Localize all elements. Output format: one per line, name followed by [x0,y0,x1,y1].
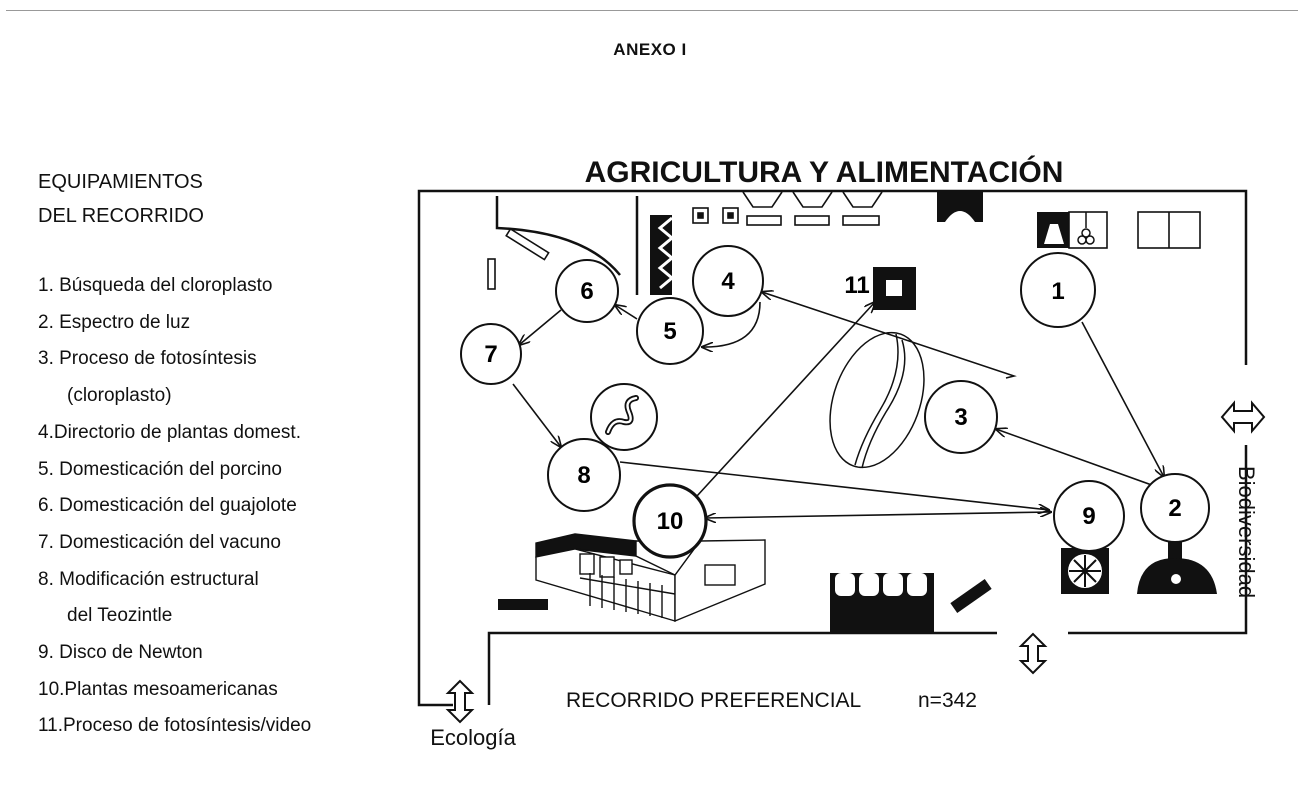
station-node-11-label: 11 [844,272,869,299]
projector-fixture [1037,211,1108,249]
bench-left [498,599,548,610]
equipment-list: 1. Búsqueda del cloroplasto 2. Espectro … [38,268,311,745]
svg-text:11: 11 [844,272,869,299]
legend-item-7: 7. Domesticación del vacuno [38,531,281,553]
legend-item-10: 10.Plantas mesoamericanas [38,678,278,700]
svg-text:9: 9 [1082,503,1095,530]
station-node-6: 6 [555,259,619,323]
station-node-10: 10 [632,483,708,559]
station-node-4: 4 [692,245,764,317]
legend-title-line-1: EQUIPAMIENTOS [38,171,203,193]
station-node-1: 1 [1020,252,1096,328]
route-label: RECORRIDO PREFERENCIAL [566,689,861,712]
svg-text:3: 3 [954,404,967,431]
station-node-9: 9 [1053,480,1125,552]
legend-item-1: 1. Búsqueda del cloroplasto [38,275,273,296]
station-node-5: 5 [636,297,704,365]
station-node-2: 2 [1140,473,1210,543]
diagram-title: AGRICULTURA Y ALIMENTACIÓN [585,155,1064,189]
svg-text:2: 2 [1168,495,1181,522]
station-node-8: 8 [547,438,621,512]
legend-item-8-cont: del Teozintle [67,605,173,627]
annex-title: ANEXO I [613,40,687,59]
station-node-7: 7 [460,323,522,385]
walls [417,189,1248,707]
lamp-icon [1137,535,1217,594]
top-fixtures [487,191,1201,290]
svg-text:10: 10 [657,508,684,535]
legend-item-5: 5. Domesticación del porcino [38,458,282,480]
legend-item-3: 3. Proceso de fotosíntesis [38,348,257,370]
exit-arrow-left [445,679,475,724]
newton-disc-icon [1061,548,1109,594]
legend-item-9: 9. Disco de Newton [38,642,203,664]
legend-item-2: 2. Espectro de luz [38,311,191,333]
svg-text:6: 6 [580,278,593,305]
legend-item-8: 8. Modificación estructural [38,568,259,590]
legend-title-line-2: DEL RECORRIDO [38,205,204,227]
svg-text:8: 8 [577,462,590,489]
snake-icon [590,383,658,451]
exit-label-biodiversidad: Biodiversidad [1234,466,1259,598]
station-nodes: 1 2 3 4 5 6 7 8 [460,245,1210,559]
svg-text:5: 5 [663,318,676,345]
exhibit-dome [937,192,983,222]
svg-text:7: 7 [484,341,497,368]
legend-item-11: 11.Proceso de fotosíntesis/video [38,715,312,737]
page-frame [6,10,1298,793]
bench-right [950,579,992,613]
exit-arrow-bottom [1018,632,1048,675]
legend-item-4: 4.Directorio de plantas domest. [38,421,301,443]
route-arrows [512,292,1164,518]
legend-item-3-cont: (cloroplasto) [67,385,172,407]
station-node-3: 3 [924,380,998,454]
legend-item-6: 6. Domesticación del guajolote [38,495,297,517]
seed-drawing [829,331,925,469]
sample-size: n=342 [918,689,977,712]
exit-arrow-right [1220,400,1266,434]
legend-title: EQUIPAMIENTOS DEL RECORRIDO [38,165,204,233]
cabinet-fixture [830,573,934,633]
exit-label-ecologia: Ecología [430,725,516,750]
svg-text:1: 1 [1051,278,1064,305]
svg-text:4: 4 [721,268,735,295]
